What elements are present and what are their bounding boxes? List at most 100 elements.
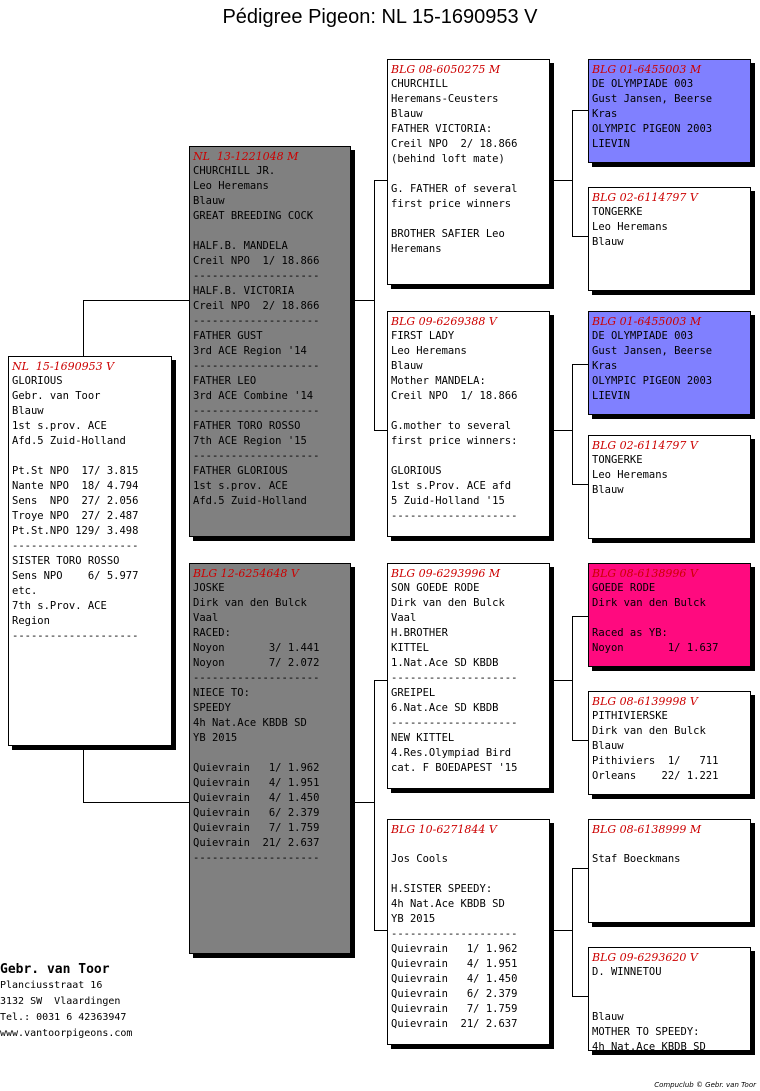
pigeon-info-line: 1st s.prov. ACE	[12, 420, 107, 432]
pigeon-info-line: Blauw	[193, 195, 225, 207]
copyright: Compuclub © Gebr. van Toor	[654, 1081, 756, 1089]
pigeon-info-line: 4h Nat.Ace KBDB SD	[193, 717, 307, 729]
ring-number: NL 13-1221048 M	[193, 150, 299, 163]
pigeon-info-line: Pithiviers 1/ 711	[592, 755, 719, 767]
pigeon-info-line: --------------------	[391, 928, 518, 940]
pigeon-info-line: Leo Heremans	[391, 345, 467, 357]
ring-number: BLG 10-6271844 V	[391, 823, 497, 836]
pigeon-info-line: Dirk van den Bulck	[592, 725, 706, 737]
pigeon-info-line: Dirk van den Bulck	[391, 597, 505, 609]
pigeon-info-line: DE OLYMPIADE 003	[592, 330, 694, 342]
pigeon-info-line: Blauw	[592, 740, 624, 752]
pigeon-info-line: Quievrain 4/ 1.450	[193, 792, 320, 804]
pigeon-info-line: OLYMPIC PIGEON 2003	[592, 375, 713, 387]
pigeon-info-line: Quievrain 6/ 2.379	[193, 807, 320, 819]
pigeon-info-line: Creil NPO 2/ 18.866	[391, 138, 518, 150]
pigeon-info-line	[391, 167, 546, 182]
connector	[374, 180, 388, 181]
pigeon-info-line: Quievrain 1/ 1.962	[193, 762, 320, 774]
pigeon-info-line: (behind loft mate)	[391, 153, 505, 165]
pigeon-info-line: --------------------	[193, 360, 320, 372]
pigeon-info-line: GLORIOUS	[391, 465, 442, 477]
pigeon-info-line	[391, 449, 546, 464]
connector	[572, 616, 588, 617]
pigeon-info-line: FATHER GUST	[193, 330, 263, 342]
pigeon-info-line: TONGERKE	[592, 206, 643, 218]
pigeon-info-line: Heremans	[391, 243, 442, 255]
breeder-address: Planciusstraat 16	[0, 980, 103, 991]
pigeon-info-line: HALF.B. VICTORIA	[193, 285, 295, 297]
ring-number: BLG 08-6139998 V	[592, 695, 698, 708]
pigeon-box-dam-sire-dam: BLG 08-6139998 V PITHIVIERSKE Dirk van den…	[588, 691, 751, 795]
pigeon-info-line: Quievrain 4/ 1.951	[391, 958, 518, 970]
pigeon-info-line: 1st s.prov. ACE	[193, 480, 288, 492]
breeder-phone: Tel.: 0031 6 42363947	[0, 1012, 127, 1023]
pigeon-info-line: Quievrain 7/ 1.759	[391, 1003, 518, 1015]
pigeon-info-line: 4.Res.Olympiad Bird	[391, 747, 512, 759]
pigeon-info-line: etc.	[12, 585, 38, 597]
pigeon-info-line	[592, 611, 747, 626]
pigeon-info-line: Pt.St.NPO 129/ 3.498	[12, 525, 139, 537]
connector	[572, 484, 588, 485]
pigeon-info-line: GLORIOUS	[12, 375, 63, 387]
pigeon-info-line: Leo Heremans	[193, 180, 269, 192]
pigeon-info-line: OLYMPIC PIGEON 2003	[592, 123, 713, 135]
connector	[572, 110, 588, 111]
connector	[374, 680, 388, 681]
pigeon-info-line: D. WINNETOU	[592, 966, 662, 978]
pigeon-info-line: Noyon 7/ 2.072	[193, 657, 320, 669]
pigeon-info-line: Blauw	[391, 108, 423, 120]
pigeon-info-line	[193, 224, 347, 239]
pigeon-info-line: Quievrain 21/ 2.637	[193, 837, 320, 849]
pigeon-info-line: 3rd ACE Region '14	[193, 345, 307, 357]
ring-number: BLG 09-6269388 V	[391, 315, 497, 328]
pigeon-info-line: --------------------	[12, 540, 139, 552]
connector	[572, 868, 588, 869]
pigeon-info-line: Leo Heremans	[592, 469, 668, 481]
pigeon-info-line: FATHER LEO	[193, 375, 257, 387]
pigeon-info-line: PITHIVIERSKE	[592, 710, 668, 722]
pigeon-info-line: Orleans 22/ 1.221	[592, 770, 719, 782]
pigeon-info-line: YB 2015	[391, 913, 436, 925]
connector	[549, 930, 572, 931]
pigeon-info-line: Sens NPO 6/ 5.977	[12, 570, 139, 582]
pigeon-info-line: H.SISTER SPEEDY:	[391, 883, 493, 895]
pigeon-info-line: --------------------	[391, 510, 518, 522]
ring-number: BLG 09-6293996 M	[391, 567, 501, 580]
pigeon-info-line: JOSKE	[193, 582, 225, 594]
pigeon-info-line: Creil NPO 2/ 18.866	[193, 300, 320, 312]
pigeon-info-line	[592, 837, 747, 852]
pigeon-info-line: Dirk van den Bulck	[592, 597, 706, 609]
pigeon-info-line: LIEVIN	[592, 390, 630, 402]
pigeon-info-line: Quievrain 4/ 1.450	[391, 973, 518, 985]
breeder-website[interactable]: www.vantoorpigeons.com	[0, 1028, 133, 1039]
pigeon-info-line: FIRST LADY	[391, 330, 455, 342]
pigeon-info-line: FATHER TORO ROSSO	[193, 420, 301, 432]
pigeon-info-line: GREAT BREEDING COCK	[193, 210, 314, 222]
pigeon-info-line: Gebr. van Toor	[12, 390, 101, 402]
connector	[374, 930, 388, 931]
pigeon-info-line: Blauw	[12, 405, 44, 417]
ring-number: BLG 01-6455003 M	[592, 315, 702, 328]
pigeon-info-line: Sens NPO 27/ 2.056	[12, 495, 139, 507]
pigeon-info-line	[592, 995, 747, 1010]
pigeon-info-line: TONGERKE	[592, 454, 643, 466]
pigeon-info-line: Nante NPO 18/ 4.794	[12, 480, 139, 492]
connector	[83, 300, 190, 301]
pigeon-info-line: Quievrain 6/ 2.379	[391, 988, 518, 1000]
pigeon-info-line: HALF.B. MANDELA	[193, 240, 288, 252]
ring-number: BLG 01-6455003 M	[592, 63, 702, 76]
pigeon-info-line: FATHER GLORIOUS	[193, 465, 288, 477]
pigeon-info-line: RACED:	[193, 627, 231, 639]
breeder-city: 3132 SW Vlaardingen	[0, 996, 121, 1007]
pigeon-info-line: Blauw	[592, 484, 624, 496]
connector	[572, 740, 588, 741]
connector	[572, 110, 573, 236]
